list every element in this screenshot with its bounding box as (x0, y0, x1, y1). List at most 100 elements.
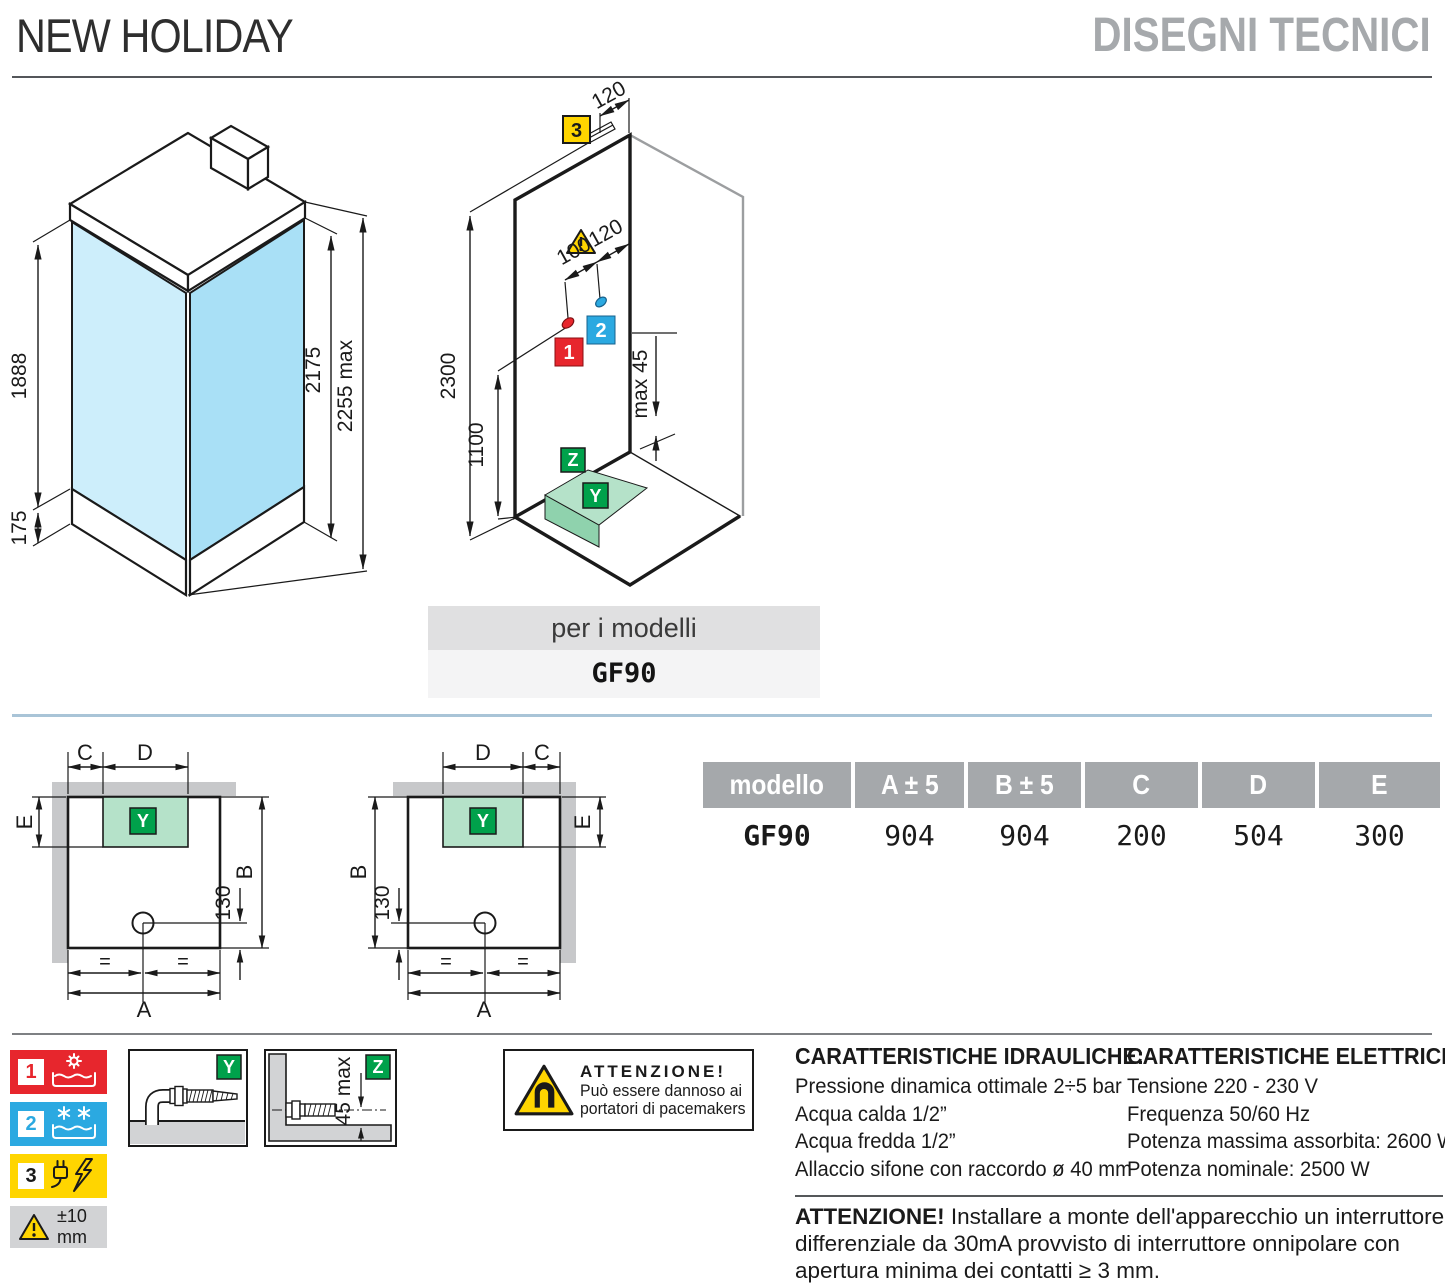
wall-top (393, 782, 576, 796)
page-title: NEW HOLIDAY (16, 9, 294, 62)
cabin-body (67, 124, 308, 598)
drain-detail-drawing: 45 max Z (268, 1053, 392, 1142)
dim-total-height: 2255 max (334, 339, 357, 432)
hydraulic-line: Pressione dinamica ottimale 2÷5 bar (795, 1074, 1122, 1098)
cell-e: 300 (1354, 819, 1405, 852)
siphon-zone-icon (469, 807, 497, 835)
hydraulic-line: Allaccio sifone con raccordo ø 40 mm (795, 1156, 1132, 1181)
models-box: per i modelli GF90 (428, 606, 820, 698)
electrical-section: CARATTERISTICHE ELETTRICHE: Tensione 220… (1127, 1043, 1445, 1183)
tolerance-warning-icon (19, 1214, 49, 1240)
dim-a: A (137, 997, 152, 1022)
dim-tray-height: 175 (8, 510, 31, 545)
electrical-line: Tensione 220 - 230 V (1127, 1074, 1319, 1098)
cold-water-label: 2 (595, 320, 606, 342)
magnet-warning-icon (514, 1064, 574, 1116)
siphon-zone-label: Y (477, 811, 489, 831)
drain-fitting (285, 1100, 336, 1120)
note-rule (795, 1195, 1443, 1197)
cabin-isometric-drawing: 1888 175 2175 2255 max (8, 124, 368, 598)
dim-drain-offset: 130 (212, 885, 235, 920)
col-header-e: E (1319, 762, 1440, 808)
dim-mixer-height: 1100 (465, 422, 488, 467)
models-value: GF90 (428, 650, 820, 698)
siphon-detail-label: Y (223, 1057, 235, 1077)
drain-max45-dimension: max 45 (629, 332, 677, 461)
legend-tolerance: ±10 mm (10, 1206, 107, 1248)
legend-cold-water: 2 (10, 1102, 107, 1146)
plan-drawing-right: Y D C E B 130 = = A (346, 740, 606, 1022)
drain-badge-icon (560, 447, 586, 473)
section-title: DISEGNI TECNICI (1092, 9, 1431, 62)
cell-d: 504 (1233, 819, 1284, 852)
installation-note: ATTENZIONE! Installare a monte dell'appa… (795, 1203, 1445, 1284)
drain-badge-label: Z (568, 450, 579, 470)
wall-right (560, 782, 576, 963)
section-divider (12, 714, 1432, 717)
warning-line: portatori di pacemakers (580, 1100, 746, 1118)
steam-generator-box (208, 124, 271, 191)
legend-cold-number: 2 (18, 1111, 44, 1137)
equal-mark: = (177, 951, 189, 973)
dim-top-offset: 120 (588, 77, 630, 114)
dim-a: A (477, 997, 492, 1022)
electrical-line: Potenza massima assorbita: 2600 W (1127, 1129, 1445, 1154)
cell-a: 904 (884, 819, 935, 852)
dim-glass-height: 1888 (8, 353, 31, 400)
legend-electric-number: 3 (18, 1163, 44, 1189)
dim-e: E (12, 815, 37, 830)
electric-point-label: 3 (571, 120, 582, 142)
legend-electric: 3 (10, 1154, 107, 1198)
col-header-d: D (1202, 762, 1315, 808)
electric-point-icon (562, 115, 591, 144)
dim-c: C (77, 740, 93, 765)
col-header-a: A ± 5 (855, 762, 964, 808)
dimension-2300: 2300 (437, 141, 591, 541)
siphon-badge-label: Y (589, 486, 601, 506)
installation-isometric-drawing: 2300 1100 120 3 100 120 (437, 77, 745, 587)
cold-water-icon (586, 315, 616, 345)
dim-wall-height: 2300 (437, 353, 460, 400)
equal-mark: = (517, 951, 529, 973)
cell-model: GF90 (743, 819, 811, 852)
warning-title: ATTENZIONE! (580, 1061, 727, 1081)
hydraulic-line: Acqua calda 1/2” (795, 1101, 947, 1126)
siphon-detail-drawing: Y (130, 1054, 245, 1144)
electric-icon (51, 1158, 93, 1192)
tray-badges: Z Y (560, 447, 609, 509)
plan-drawing-left: Y C D E B 130 = = A (12, 740, 269, 1022)
cold-water-icon (52, 1106, 96, 1139)
equal-mark: = (440, 951, 452, 973)
siphon-pipe (145, 1085, 238, 1125)
dim-drain-note: max 45 (629, 350, 652, 419)
siphon-detail-icon (216, 1054, 242, 1080)
wall-top (52, 782, 236, 796)
dim-d: D (137, 740, 153, 765)
dim-drain-offset: 130 (371, 885, 394, 920)
dim-c: C (534, 740, 550, 765)
hydraulic-section: CARATTERISTICHE IDRAULICHE: Pressione di… (795, 1043, 1145, 1183)
col-header-model: modello (703, 762, 851, 808)
warning-line: Può essere dannoso ai (580, 1081, 743, 1100)
warning-triangle-icon (566, 229, 596, 254)
dim-b: B (232, 865, 257, 880)
cabin-dimensions: 1888 175 2175 2255 max (8, 201, 368, 596)
siphon-zone-icon (129, 807, 157, 835)
hot-water-point (561, 317, 575, 329)
siphon-zone (442, 796, 524, 848)
dim-d: D (475, 740, 491, 765)
siphon-badge-icon (582, 482, 609, 509)
electric-entry-marker: 120 3 (562, 77, 630, 144)
dim-e: E (570, 815, 595, 830)
hot-water-icon (554, 337, 584, 367)
hydraulic-title: CARATTERISTICHE IDRAULICHE: (795, 1043, 1145, 1069)
drain-detail-label: Z (373, 1057, 384, 1077)
hot-water-icon (52, 1053, 96, 1087)
dim-door-height: 2175 (302, 347, 325, 394)
footer-divider (12, 1033, 1432, 1035)
wall-left (52, 782, 68, 963)
note-title: ATTENZIONE! (795, 1204, 945, 1229)
header-rule (12, 76, 1432, 78)
equal-mark: = (99, 951, 111, 973)
